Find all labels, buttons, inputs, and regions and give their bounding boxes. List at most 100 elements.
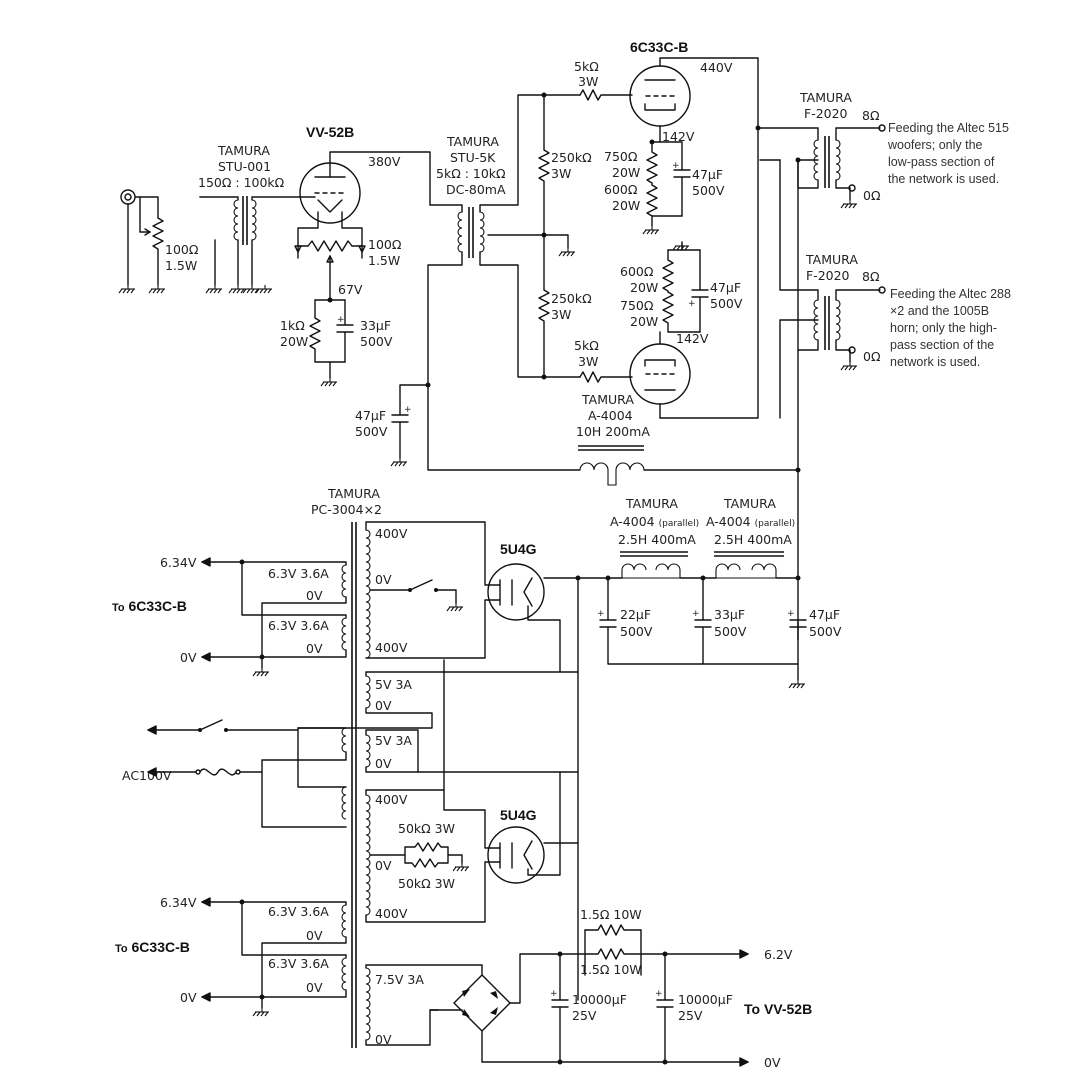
h2-out: 6.34V [160,895,197,910]
rectifier-5u4g-2[interactable] [487,826,545,884]
cath-cap-bottom-voltage: 500V [710,296,743,311]
choke-top-spec: 10H 200mA [576,424,650,439]
lv-out-zero: 0V [764,1055,781,1070]
mains-fuse [199,768,237,776]
output-transformer-2 [813,296,841,350]
choke-top-model: A-4004 [588,408,633,423]
choke2-spec: 2.5H 400mA [714,532,792,547]
input-potentiometer[interactable] [139,196,164,286]
input-transformer-stu001 [233,196,257,245]
f1-zero: 0V [375,698,392,713]
pot-value: 100Ω [165,242,199,257]
h2b-zero: 0V [306,980,323,995]
choke1-spec: 2.5H 400mA [618,532,696,547]
cf2-voltage: 25V [678,1008,703,1023]
c3-voltage: 500V [809,624,842,639]
input-jack[interactable] [120,189,136,205]
tube-6c33c-bottom[interactable] [629,343,691,405]
svg-text:+: + [597,609,605,619]
c3-label: 47μF [809,607,840,622]
svg-text:+: + [692,609,700,619]
r750-top-wattage: 20W [612,165,640,180]
svg-text:+: + [688,299,696,309]
r750-top: 750Ω [604,149,638,164]
h1b-label: 6.3V 3.6A [268,618,329,633]
svg-text:+: + [550,989,558,999]
cathode-resistor: 1kΩ [280,318,305,333]
cathode-balance-pot[interactable] [297,240,363,300]
output-plate-voltage: 440V [700,60,733,75]
stopper-top-wattage: 3W [578,74,598,89]
choke-a4004-psu-1 [620,551,688,579]
to-6c33c-1: To 6C33C-B [112,598,187,614]
stu5k-spec: DC-80mA [446,182,506,197]
c1-voltage: 500V [620,624,653,639]
svg-text:+: + [655,989,663,999]
out-tr1-brand: TAMURA [799,90,852,105]
svg-text:the network is used.: the network is used. [888,172,999,186]
tube-6c33c-top[interactable] [629,65,691,127]
v75-label: 7.5V 3A [375,972,424,987]
bottom-cathode-voltage: 142V [676,331,709,346]
rectifier-5u4g-1[interactable] [487,563,545,621]
r600-top-wattage: 20W [612,198,640,213]
hv2-mid: 0V [375,858,392,873]
output-transformer-1 [813,136,841,188]
svg-text:low-pass section of: low-pass section of [888,155,995,169]
out-tr2-brand: TAMURA [805,252,858,267]
c1-label: 22μF [620,607,651,622]
out-tr1-8ohm: 8Ω [862,108,880,123]
svg-text:network is used.: network is used. [890,355,980,369]
cathode-capacitor-voltage: 500V [360,334,393,349]
out-tr1-model: F-2020 [804,106,848,121]
svg-text:+: + [672,161,680,171]
f2-zero: 0V [375,756,392,771]
rp2-label: 1.5Ω 10W [580,962,642,977]
out-tr2-8ohm: 8Ω [862,269,880,284]
choke-a4004-psu-2 [714,551,784,579]
r50k-b: 50kΩ 3W [398,876,455,891]
c2-label: 33μF [714,607,745,622]
cf1-voltage: 25V [572,1008,597,1023]
h1a-zero: 0V [306,588,323,603]
vv52b-label: VV-52B [306,124,354,140]
stopper-bottom: 5kΩ [574,338,599,353]
cf2-label: 10000μF [678,992,733,1007]
to-vv52b: To VV-52B [744,1001,812,1017]
cath-cap-top-voltage: 500V [692,183,725,198]
out-tr1-0ohm: 0Ω [863,188,881,203]
cathode-pot-wattage: 1.5W [368,253,400,268]
stu5k-model: STU-5K [450,150,496,165]
cath-cap-bottom: 47μF [710,280,741,295]
c33c-label: 6C33C-B [630,39,688,55]
r750-bottom-wattage: 20W [630,314,658,329]
interstage-transformer-stu5k [457,207,485,258]
h2b-label: 6.3V 3.6A [268,956,329,971]
svg-text:×2 and the 1005B: ×2 and the 1005B [890,304,989,318]
stopper-top: 5kΩ [574,59,599,74]
tube-vv52b[interactable] [299,162,361,224]
c2-voltage: 500V [714,624,747,639]
choke-a4004-top [578,445,645,486]
cf1-label: 10000μF [572,992,627,1007]
psu-tr-model: PC-3004×2 [311,502,382,517]
r600-bottom-wattage: 20W [630,280,658,295]
svg-text:woofers; only the: woofers; only the [887,138,983,152]
choke1-brand: TAMURA [625,496,678,511]
h1b-zero: 0V [306,641,323,656]
pot-wattage: 1.5W [165,258,197,273]
lv-out-pos: 6.2V [764,947,793,962]
v75-zero: 0V [375,1032,392,1047]
ac-label: AC100V [122,768,172,783]
bridge-rectifier [453,974,511,1032]
cath-cap-top: 47μF [692,167,723,182]
hv2-bot: 400V [375,906,408,921]
r750-bottom: 750Ω [620,298,654,313]
u4g1-label: 5U4G [500,541,537,557]
grid-resistor-top-wattage: 3W [551,166,571,181]
hv1-mid: 0V [375,572,392,587]
svg-text:Feeding the Altec 515: Feeding the Altec 515 [888,121,1009,135]
psu-tr-brand: TAMURA [327,486,380,501]
h1-out: 6.34V [160,555,197,570]
